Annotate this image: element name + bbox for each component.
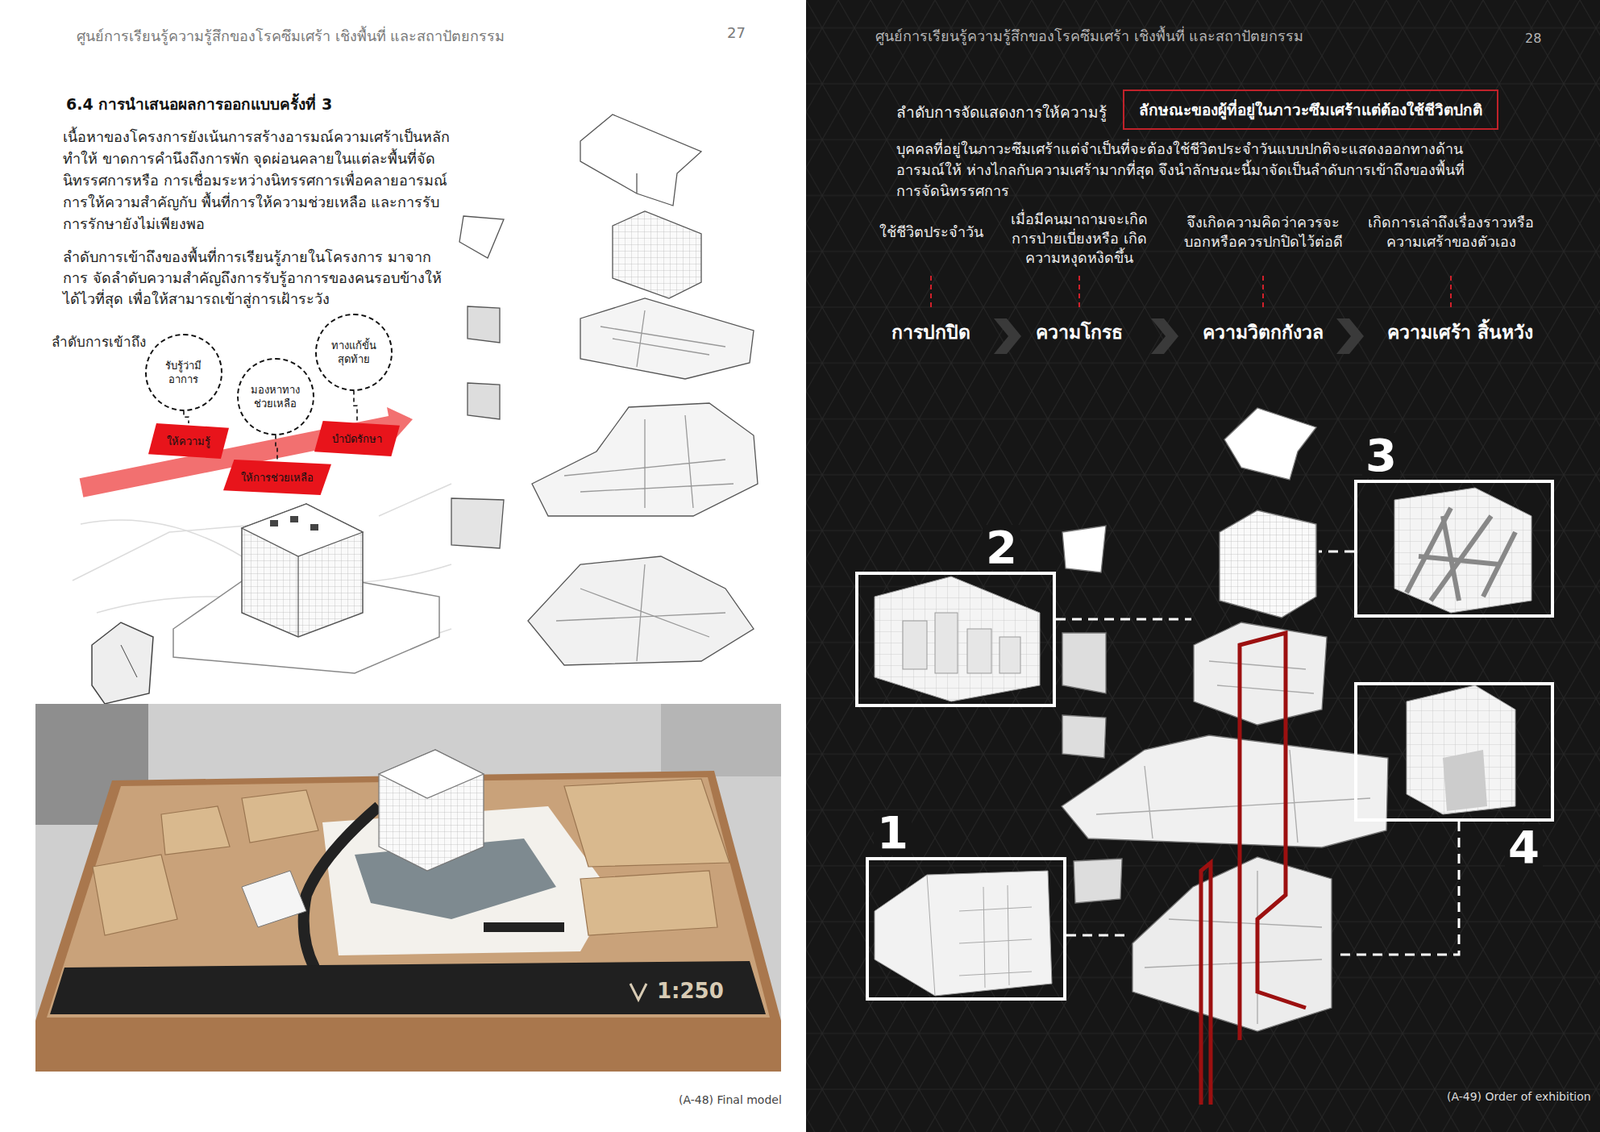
- callout-number: 3: [1362, 432, 1401, 478]
- emotion-label: ความโกรธ: [1035, 317, 1123, 347]
- page-header: ศูนย์การเรียนรู้ความรู้สึกของโรคซึมเศร้า…: [875, 24, 1304, 48]
- body-text: เนื้อหาของโครงการยังเน้นการสร้างอารมณ์คว…: [62, 125, 450, 235]
- exhibit-frame: 1: [865, 856, 1067, 1001]
- emotion-label: ความวิตกกังวล: [1202, 317, 1324, 347]
- callout-number: 1: [873, 810, 912, 856]
- body-text: บุคคลที่อยู่ในภาวะซึมเศร้าแต่จำเป็นที่จะ…: [896, 138, 1477, 202]
- red-parallelogram: ให้การช่วยเหลือ: [223, 459, 332, 495]
- diagram-label: ลำดับการเข้าถึง: [51, 330, 146, 353]
- circle-text: มองหาทาง ช่วยเหลือ: [245, 382, 307, 411]
- exhibit-frame: 3: [1354, 479, 1555, 618]
- dashed-leader: [353, 390, 358, 421]
- emotion-label: การปกปิด: [891, 317, 971, 347]
- step-description: ใช้ชีวิตประจำวัน: [858, 222, 1004, 242]
- parallelogram-text: ให้ความรู้: [166, 432, 211, 450]
- page-number: 27: [727, 24, 746, 42]
- parallelogram-text: บำบัดรักษา: [332, 430, 383, 448]
- step-description: เมื่อมีคนมาถามจะเกิด การป่ายเบี่ยงหรือ เ…: [998, 209, 1160, 268]
- heading-box-text: ลักษณะของผู้ที่อยู่ในภาวะซึมเศร้าแต่ต้อง…: [1138, 97, 1483, 122]
- parallelogram-text: ให้การช่วยเหลือ: [241, 469, 314, 487]
- emotion-label: ความเศร้า สิ้นหวัง: [1387, 317, 1534, 347]
- red-parallelogram: บำบัดรักษา: [314, 420, 400, 457]
- section-title: 6.4 การนำเสนอผลการออกแบบครั้งที่ 3: [66, 91, 333, 117]
- heading-box: ลักษณะของผู้ที่อยู่ในภาวะซึมเศร้าแต่ต้อง…: [1122, 89, 1499, 130]
- dashed-leader: [275, 435, 278, 460]
- parallelogram-fill: [148, 423, 229, 459]
- circle-text: ทางแก้ขั้นสุดท้าย: [323, 338, 385, 366]
- dashed-leader: [183, 411, 189, 424]
- step-description: จึงเกิดความคิดว่าควรจะ บอกหรือควรปกปิดไว…: [1174, 212, 1352, 252]
- diagram-heading: ลำดับการจัดแสดงการให้ความรู้: [896, 99, 1107, 125]
- parallelogram-fill: [223, 459, 332, 495]
- exhibit-frame: 4: [1354, 681, 1555, 822]
- step-description: เกิดการเล่าถึงเรื่องราวหรือ ความเศร้าของ…: [1362, 212, 1540, 252]
- dashed-circle: รับรู้ว่ามีอาการ: [145, 333, 222, 411]
- callout-number: 2: [982, 524, 1021, 570]
- circle-text: รับรู้ว่ามีอาการ: [153, 358, 215, 387]
- figure-caption: (A-49) Order of exhibition: [1446, 1089, 1592, 1103]
- callout-number: 4: [1504, 824, 1543, 870]
- page-header: ศูนย์การเรียนรู้ความรู้สึกของโรคซึมเศร้า…: [76, 24, 505, 48]
- dashed-circle: ทางแก้ขั้นสุดท้าย: [315, 313, 392, 391]
- exhibit-frame: 2: [855, 571, 1056, 707]
- body-text: ลำดับการเข้าถึงของพื้นที่การเรียนรู้ภายใ…: [62, 246, 450, 310]
- page-number: 28: [1525, 30, 1542, 46]
- parallelogram-fill: [314, 420, 400, 457]
- dashed-circle: มองหาทาง ช่วยเหลือ: [236, 357, 314, 435]
- figure-caption: (A-48) Final model: [678, 1092, 782, 1106]
- scale-label: 1:250: [656, 978, 724, 1003]
- red-parallelogram: ให้ความรู้: [148, 423, 229, 459]
